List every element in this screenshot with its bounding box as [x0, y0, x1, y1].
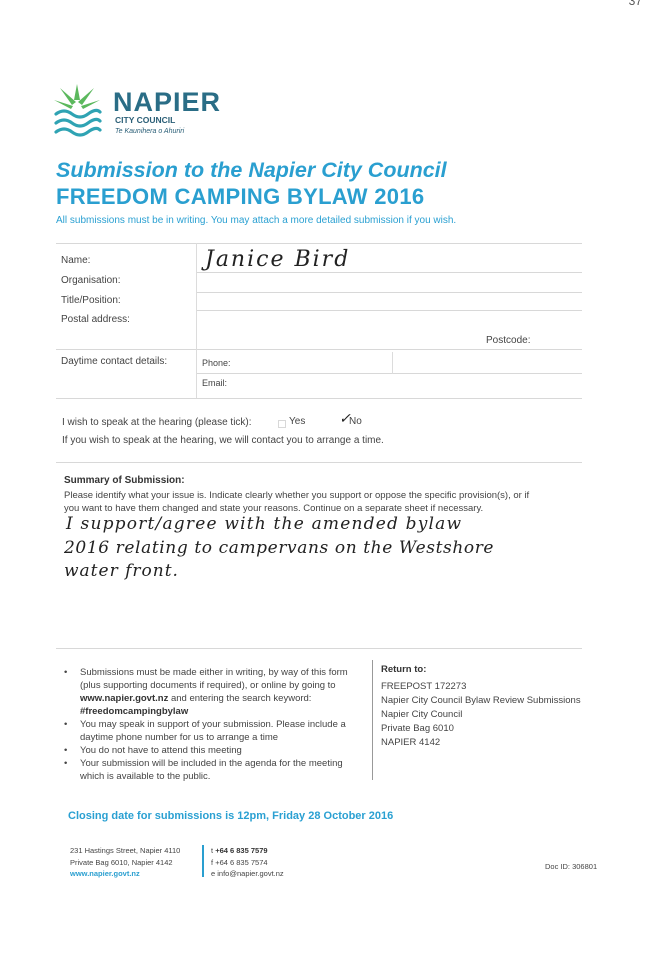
summary-top-rule [56, 462, 582, 463]
speak-hearing-note: If you wish to speak at the hearing, we … [62, 435, 384, 446]
website-link[interactable]: www.napier.govt.nz [80, 693, 169, 704]
email-label: Email: [202, 378, 228, 388]
phone-rule [196, 373, 582, 374]
footer-fax: +64 6 835 7574 [215, 857, 268, 867]
submission-handwriting-line-1: I support/agree with the amended bylaw [66, 514, 463, 534]
return-divider [372, 660, 373, 780]
return-address-line: Napier City Council [381, 709, 463, 720]
form-bylaw-title: FREEDOM CAMPING BYLAW 2016 [56, 184, 425, 209]
form-divider [196, 243, 197, 398]
phone-divider [392, 352, 393, 374]
return-address-line: Private Bag 6010 [381, 723, 454, 734]
submission-handwriting-line-3: water front. [64, 561, 179, 581]
return-address-line: Napier City Council Bylaw Review Submiss… [381, 695, 581, 706]
title-rule [196, 310, 582, 311]
name-value: Janice Bird [205, 247, 351, 272]
doc-id: Doc ID: 306801 [545, 862, 598, 871]
note-item: Submissions must be made either in writi… [62, 666, 362, 718]
phone-label: Phone: [202, 358, 231, 368]
logo-subtitle: CITY COUNCIL [115, 115, 176, 125]
footer-divider [202, 845, 204, 877]
footer-website-link[interactable]: www.napier.govt.nz [70, 869, 140, 878]
submission-notes: Submissions must be made either in writi… [62, 666, 362, 783]
footer-email[interactable]: info@napier.govt.nz [217, 869, 284, 878]
footer-address: 231 Hastings Street, Napier 4110 Private… [70, 846, 181, 878]
summary-bottom-rule [56, 648, 582, 649]
yes-label: Yes [289, 416, 306, 427]
daytime-contact-label: Daytime contact details: [61, 356, 168, 367]
submission-handwriting-line-2: 2016 relating to campervans on the Wests… [64, 538, 495, 558]
return-address-line: NAPIER 4142 [381, 737, 441, 748]
postal-address-label: Postal address: [61, 314, 130, 325]
speak-hearing-label: I wish to speak at the hearing (please t… [62, 417, 252, 428]
form-top-rule [56, 243, 582, 244]
postal-rule [56, 349, 582, 350]
napier-logo-icon [54, 84, 102, 137]
search-keyword: #freedomcampingbylaw [80, 706, 189, 717]
title-position-label: Title/Position: [61, 295, 121, 306]
summary-instructions-1: Please identify what your issue is. Indi… [64, 490, 530, 501]
no-label: No [349, 416, 362, 427]
postcode-label: Postcode: [486, 335, 531, 346]
organisation-rule [196, 292, 582, 293]
footer-contact: t +64 6 835 7579 f +64 6 835 7574 e info… [211, 846, 284, 878]
form-title: Submission to the Napier City Council [56, 158, 447, 182]
return-address: FREEPOST 172273 Napier City Council Byla… [381, 680, 581, 750]
logo-name: NAPIER [113, 87, 222, 117]
return-address-line: FREEPOST 172273 [381, 681, 467, 692]
summary-heading: Summary of Submission: [64, 475, 185, 486]
intro-text: All submissions must be in writing. You … [56, 215, 457, 226]
name-label: Name: [61, 255, 91, 266]
summary-instructions-2: you want to have them changed and state … [64, 503, 484, 514]
email-rule [56, 398, 582, 399]
no-checkbox-tick[interactable]: ✓ [339, 411, 351, 427]
closing-date: Closing date for submissions is 12pm, Fr… [68, 810, 394, 822]
note-item: Your submission will be included in the … [62, 757, 362, 783]
page-number: 37 [628, 0, 642, 8]
yes-checkbox[interactable] [278, 420, 286, 428]
organisation-label: Organisation: [61, 275, 121, 286]
logo-maori-text: Te Kaunihera o Ahuriri [115, 128, 185, 135]
return-to-heading: Return to: [381, 664, 427, 675]
note-item: You do not have to attend this meeting [62, 744, 362, 757]
name-rule [196, 272, 582, 273]
footer-phone: +64 6 835 7579 [215, 846, 268, 855]
note-item: You may speak in support of your submiss… [62, 718, 362, 744]
